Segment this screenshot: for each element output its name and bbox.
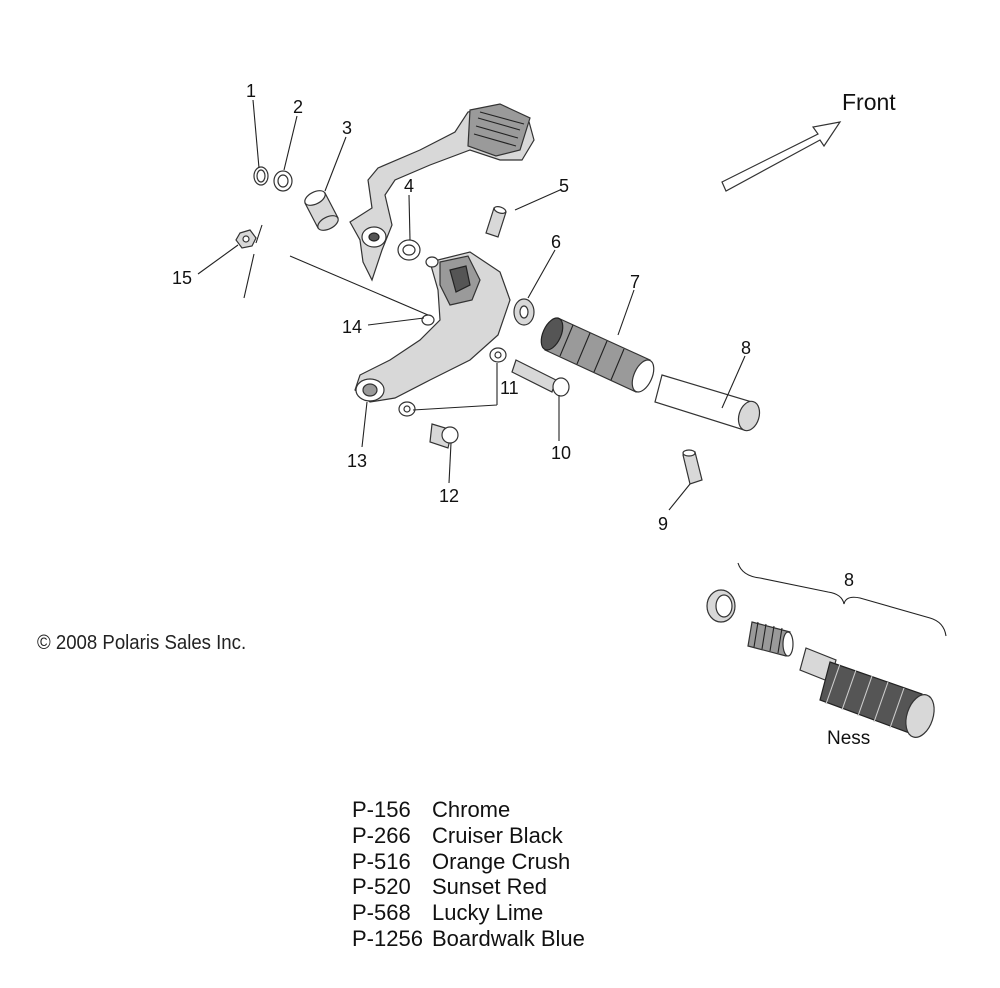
color-option-row: P-520 Sunset Red <box>352 874 585 900</box>
color-name: Lucky Lime <box>432 900 544 926</box>
kit-bracket <box>737 562 947 637</box>
front-label: Front <box>842 89 896 115</box>
callout-11: 11 <box>500 378 519 398</box>
callout-14: 14 <box>342 317 362 337</box>
callout-4: 4 <box>404 176 414 196</box>
callout-13: 13 <box>347 451 367 471</box>
callout-1: 1 <box>246 81 256 101</box>
footpeg-rubber-part <box>540 317 655 393</box>
color-code: P-1256 <box>352 925 423 951</box>
color-name: Sunset Red <box>432 874 547 900</box>
washer-part-6 <box>513 298 535 326</box>
callout-leaders <box>197 99 746 511</box>
callout-7: 7 <box>630 272 640 292</box>
color-option-row: P-156 Chrome <box>352 797 585 823</box>
ness-bushing-part <box>706 589 736 623</box>
color-name: Cruiser Black <box>432 822 563 848</box>
color-option-row: P-516 Orange Crush <box>352 849 585 875</box>
ness-footpeg-kit <box>706 562 947 738</box>
callout-9: 9 <box>658 514 668 534</box>
callout-15: 15 <box>172 268 192 288</box>
washer-part-4 <box>397 239 421 261</box>
footpeg-bracket-part <box>354 251 511 403</box>
color-code: P-156 <box>352 797 411 822</box>
color-name: Boardwalk Blue <box>432 925 585 951</box>
color-option-row: P-568 Lucky Lime <box>352 900 585 926</box>
callout-6: 6 <box>551 232 561 252</box>
color-options-list: P-156 Chrome P-266 Cruiser Black P-516 Oran… <box>352 797 585 952</box>
nut-part <box>235 229 257 249</box>
color-code: P-266 <box>352 822 411 848</box>
assembly-centerline <box>289 255 429 316</box>
pin-part <box>485 205 507 238</box>
callout-3: 3 <box>342 118 352 138</box>
color-name: Orange Crush <box>432 848 571 874</box>
ness-spring-part <box>747 621 794 657</box>
assembly-centerline <box>255 224 263 244</box>
bolt-part-12 <box>429 423 459 449</box>
color-name: Chrome <box>432 797 511 822</box>
retaining-ring-part <box>253 166 269 186</box>
bushing-part <box>304 190 339 231</box>
assembly-centerline <box>243 253 255 299</box>
ness-footpeg-part <box>799 647 935 738</box>
kit-callout: 8 <box>844 570 854 590</box>
callout-10: 10 <box>551 443 571 463</box>
front-arrow-icon <box>721 121 842 192</box>
footpeg-pin-part <box>654 374 761 432</box>
color-code: P-520 <box>352 874 411 900</box>
callout-12: 12 <box>439 486 459 506</box>
washer-part-11 <box>398 347 507 417</box>
brake-pedal-part <box>349 103 535 282</box>
copyright-notice: © 2008 Polaris Sales Inc. <box>37 632 247 654</box>
color-option-row: P-266 Cruiser Black <box>352 823 585 849</box>
ness-label: Ness <box>827 728 870 749</box>
callout-2: 2 <box>293 97 303 117</box>
color-code: P-516 <box>352 848 411 874</box>
callout-8: 8 <box>741 338 751 358</box>
color-code: P-568 <box>352 900 411 926</box>
set-screw-part <box>682 449 703 485</box>
color-option-row: P-1256 Boardwalk Blue <box>352 926 585 952</box>
callout-5: 5 <box>559 176 569 196</box>
washer-part-2 <box>273 170 293 192</box>
bolt-part-10 <box>511 359 570 397</box>
